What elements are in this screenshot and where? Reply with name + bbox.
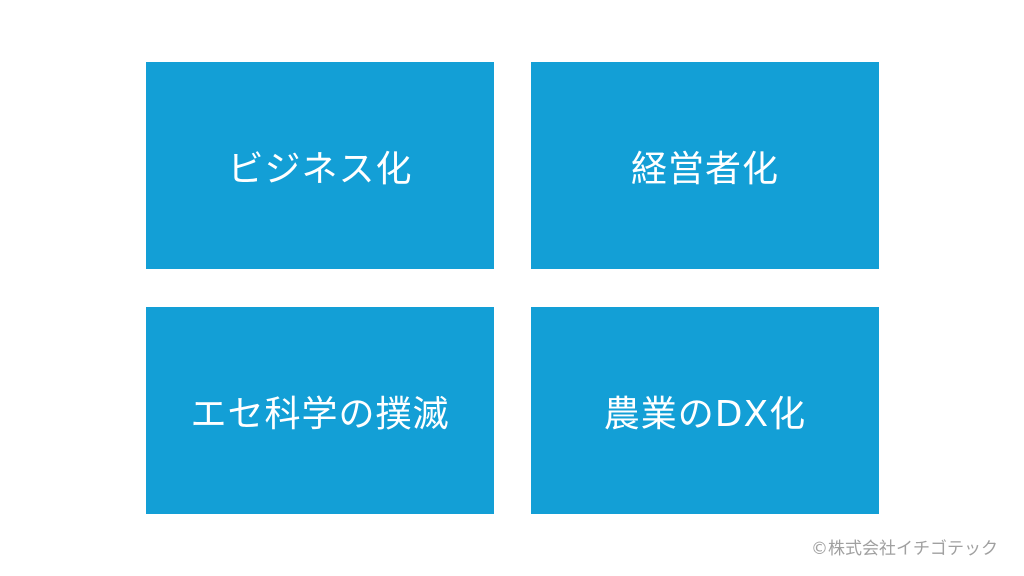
box-agriculture-dx: 農業のDX化 [531, 307, 879, 514]
box-label: エセ科学の撲滅 [190, 393, 450, 435]
copyright: ©株式会社イチゴテック [811, 539, 998, 559]
box-label: ビジネス化 [227, 148, 413, 190]
box-label: 農業のDX化 [603, 393, 807, 435]
box-pseudoscience: エセ科学の撲滅 [146, 307, 494, 514]
box-business: ビジネス化 [146, 62, 494, 269]
box-management: 経営者化 [531, 62, 879, 269]
box-label: 経営者化 [630, 148, 779, 190]
